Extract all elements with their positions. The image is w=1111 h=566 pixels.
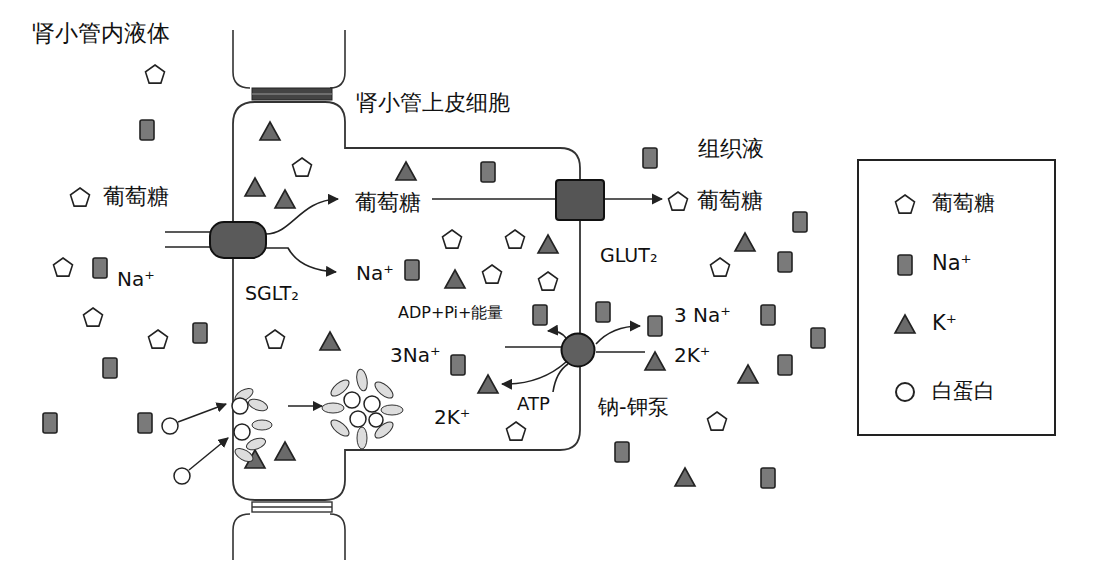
molecule-label: ATP <box>517 394 550 415</box>
node-outline <box>209 221 267 259</box>
molecule-label: 葡萄糖 <box>697 188 763 213</box>
ion-label: Na⁺ <box>117 268 155 291</box>
ion-label: 3Na⁺ <box>390 344 441 367</box>
ion-label: 2K⁺ <box>674 344 710 367</box>
glut2-transporter: GLUT₂ <box>555 179 605 221</box>
legend-text: K⁺ <box>932 311 957 335</box>
node-label: 肾小管上皮细胞 <box>356 90 510 115</box>
legend-text: 葡萄糖 <box>932 191 995 215</box>
molecule-label: 葡萄糖 <box>103 184 169 209</box>
ion-label: 2K⁺ <box>434 406 470 429</box>
molecule-label: 葡萄糖 <box>355 190 421 215</box>
node-label: 钠-钾泵 <box>598 395 669 419</box>
node-label: SGLT₂ <box>245 283 299 305</box>
sglt2-transporter: SGLT₂ <box>209 221 267 259</box>
region-label: 组织液 <box>698 136 764 161</box>
reaction-label: ADP+Pi+能量 <box>398 304 503 322</box>
region-label: 肾小管内液体 <box>32 20 170 46</box>
sodium-potassium-pump: 钠-钾泵 <box>560 332 596 368</box>
legend-text: 白蛋白 <box>932 379 995 403</box>
node-label: GLUT₂ <box>600 245 658 267</box>
ion-label: Na⁺ <box>356 262 394 285</box>
node-outline <box>555 179 605 221</box>
legend-text: Na⁺ <box>932 251 972 275</box>
ion-label: 3 Na⁺ <box>674 304 731 327</box>
node-outline <box>560 332 596 368</box>
